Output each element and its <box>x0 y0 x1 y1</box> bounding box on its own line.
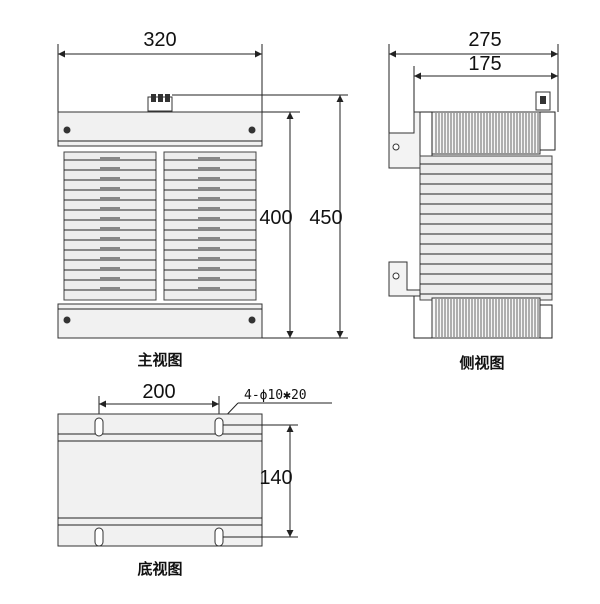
mount-hole-icon <box>392 143 400 151</box>
mount-slot <box>214 417 224 437</box>
top-clamp-plate <box>57 111 263 147</box>
top-coil <box>431 111 541 155</box>
side-core-stack <box>419 155 553 301</box>
bolt-icon <box>63 316 71 324</box>
core-left-half <box>63 151 157 301</box>
bolt-icon <box>63 126 71 134</box>
top-mount-foot <box>388 111 421 169</box>
bottom-coil <box>431 297 541 339</box>
bottom-view-caption: 底视图 <box>137 560 182 578</box>
bottom-bracket <box>413 296 553 339</box>
mount-slot <box>214 527 224 547</box>
core-height-label: 400 <box>259 207 292 229</box>
base-plate <box>57 413 263 547</box>
core-right-half <box>163 151 257 301</box>
bottom-view: 200 4-ϕ10✱20 140 底视图 <box>57 381 332 578</box>
inner-width-label: 175 <box>468 53 501 75</box>
bottom-clamp-plate <box>57 303 263 339</box>
hole-spec-label: 4-ϕ10✱20 <box>244 388 307 403</box>
bolt-icon <box>248 316 256 324</box>
total-height-label: 450 <box>309 207 342 229</box>
side-laminations <box>420 163 552 295</box>
core-laminations <box>64 157 256 291</box>
mount-spacing-label: 140 <box>259 467 292 489</box>
terminal-block <box>147 94 173 112</box>
bottom-mount-foot <box>388 261 421 297</box>
front-view: 320 400 450 主视图 <box>57 29 348 369</box>
hole-spacing-label: 200 <box>142 381 175 403</box>
side-view: 275 175 侧视图 <box>388 29 559 372</box>
mount-slot <box>94 527 104 547</box>
coil-windings <box>435 113 539 153</box>
front-view-caption: 主视图 <box>137 351 182 369</box>
front-width-label: 320 <box>143 29 176 51</box>
side-view-caption: 侧视图 <box>459 354 504 372</box>
mount-hole-icon <box>392 272 400 280</box>
mount-slot <box>94 417 104 437</box>
coil-windings <box>435 299 539 337</box>
bolt-icon <box>248 126 256 134</box>
outer-width-label: 275 <box>468 29 501 51</box>
